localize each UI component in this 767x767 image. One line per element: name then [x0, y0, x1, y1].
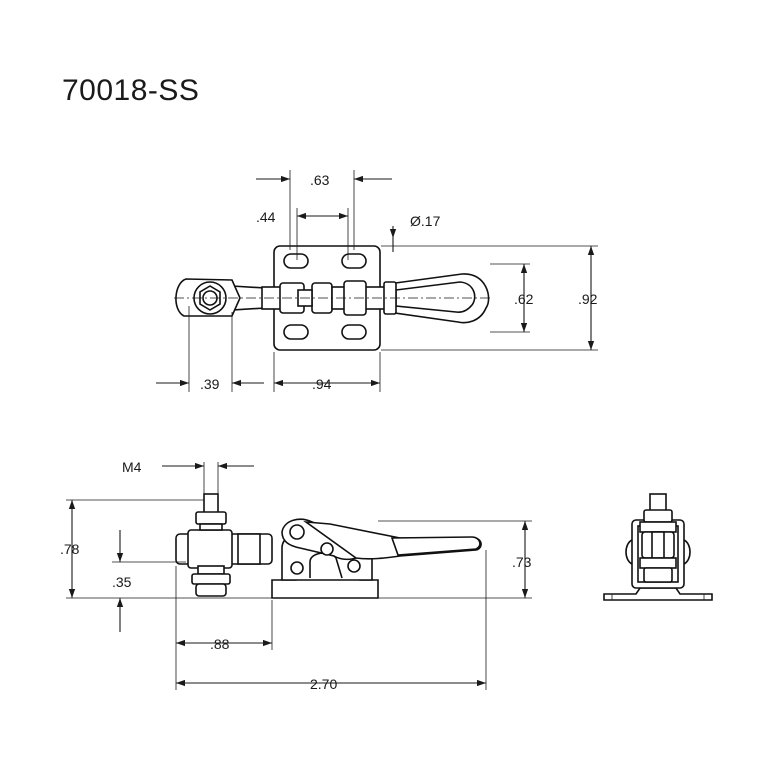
- dim-039: .39: [200, 376, 220, 392]
- part-number-title: 70018-SS: [62, 74, 200, 107]
- dim-094: .94: [312, 376, 332, 392]
- spindle-head: [175, 278, 241, 317]
- dim-270: 2.70: [310, 676, 337, 692]
- handle: [387, 273, 490, 324]
- dim-092: .92: [578, 291, 598, 307]
- dim-063: .63: [310, 172, 330, 188]
- top-view: [174, 245, 490, 351]
- dim-035: .35: [112, 574, 132, 590]
- side-view: [175, 493, 482, 599]
- dim-078: .78: [60, 541, 80, 557]
- side-spindle: [191, 493, 231, 597]
- mounting-slots: [283, 253, 367, 340]
- end-base: [603, 587, 713, 601]
- dim-hole-diameter: Ø.17: [410, 213, 441, 229]
- dim-m4: M4: [122, 459, 142, 475]
- end-spindle: [639, 493, 677, 583]
- top-view-dimensions: .63 .44 Ø.17 .62 .92 .39 .94: [156, 170, 598, 392]
- end-view: [603, 493, 713, 601]
- side-view-dimensions: M4 .78 .35 .73 .88 2.70: [60, 459, 532, 692]
- dim-062: .62: [514, 291, 534, 307]
- dim-073: .73: [512, 554, 532, 570]
- dim-044: .44: [256, 209, 276, 225]
- dim-088: .88: [210, 636, 230, 652]
